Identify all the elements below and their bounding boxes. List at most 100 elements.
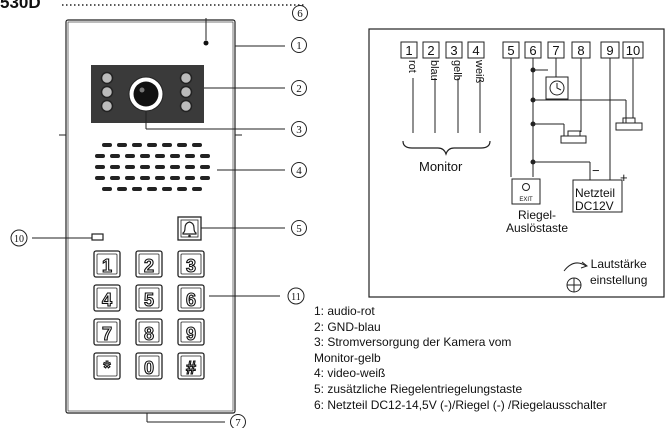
keypad-key-inner xyxy=(96,321,118,343)
callout-circle xyxy=(292,5,308,21)
grille-slot xyxy=(102,143,112,147)
grille-slot xyxy=(110,154,120,158)
door-lock-1 xyxy=(560,135,587,144)
legend-line: 3: Stromversorgung der Kamera vom xyxy=(314,335,512,350)
grille-slot xyxy=(117,187,127,191)
keypad-key-inner xyxy=(180,321,202,343)
keypad-key-0 xyxy=(93,250,121,278)
keypad-key-label: # xyxy=(186,358,196,378)
grille-slot xyxy=(170,154,180,158)
grille-slot xyxy=(162,143,172,147)
callout-number: 4 xyxy=(296,165,302,177)
callout-circle xyxy=(291,162,307,178)
grille-slot xyxy=(132,143,142,147)
grille-slot xyxy=(155,176,165,180)
keypad-key-label: 0 xyxy=(144,358,154,378)
grille-slot xyxy=(102,187,112,191)
exit-switch-button xyxy=(522,183,530,191)
callout-number: 2 xyxy=(296,83,302,95)
grille-slot xyxy=(147,187,157,191)
grille-slot xyxy=(177,143,187,147)
keypad-key-1 xyxy=(135,250,163,278)
callout-number: 1 xyxy=(296,40,302,52)
callout-number: 10 xyxy=(14,234,24,245)
keypad-key-inner xyxy=(138,355,160,377)
keypad-key-5 xyxy=(177,284,205,312)
grille-slot xyxy=(185,176,195,180)
status-led xyxy=(91,233,104,241)
keypad-key-label: * xyxy=(103,358,110,378)
keypad-key-7 xyxy=(135,318,163,346)
terminal-number: 3 xyxy=(450,43,457,58)
legend-line: 5: zusätzliche Riegelentriegelungstaste xyxy=(314,381,523,396)
keypad-key-label: 4 xyxy=(102,290,112,310)
door-panel-outer xyxy=(65,19,236,414)
terminal-4 xyxy=(467,41,485,59)
netzteil-label: Netzteil DC12V xyxy=(575,186,616,213)
legend-line: 2: GND-blau xyxy=(314,319,381,334)
volume-arrow xyxy=(563,262,587,272)
grille-slot xyxy=(192,143,202,147)
wire-label: gelb xyxy=(451,60,463,81)
grille-slot xyxy=(177,187,187,191)
keypad-key-label: 2 xyxy=(144,256,154,276)
mic-hole xyxy=(203,40,209,46)
keypad-key-label: 7 xyxy=(102,324,112,344)
grille-slot xyxy=(117,143,127,147)
exit-text: EXIT xyxy=(519,197,533,203)
keypad-key-inner xyxy=(96,355,118,377)
monitor-label: Monitor xyxy=(419,159,463,174)
minus-sign: − xyxy=(592,163,600,178)
keypad-key-10 xyxy=(135,352,163,380)
grille-slot xyxy=(132,187,142,191)
keypad-key-inner xyxy=(138,253,160,275)
terminal-number: 6 xyxy=(529,43,536,58)
keypad-key-label: 1 xyxy=(102,256,112,276)
terminal-2 xyxy=(422,41,440,59)
grille-slot xyxy=(95,154,105,158)
legend-line: 4: video-weiß xyxy=(314,366,386,381)
keypad-key-inner xyxy=(180,355,202,377)
volume-arrowhead xyxy=(580,261,589,269)
grille-slot xyxy=(147,143,157,147)
wire-label: blau xyxy=(428,60,440,81)
monitor-brace xyxy=(402,140,491,156)
legend-line: 6: Netzteil DC12-14,5V (-)/Riegel (-) /R… xyxy=(314,397,607,412)
keypad-key-label: 5 xyxy=(144,290,154,310)
callout-circle xyxy=(291,80,307,96)
clock-icon xyxy=(549,80,565,96)
riegel-label: Riegel- Auslöstaste xyxy=(506,208,569,235)
keypad-key-3 xyxy=(93,284,121,312)
wire-label: weiß xyxy=(473,59,485,84)
keypad-key-label: 6 xyxy=(186,290,196,310)
terminal-number: 7 xyxy=(552,43,559,58)
ir-led xyxy=(179,85,193,99)
terminal-number: 2 xyxy=(427,43,434,58)
callout-circle xyxy=(291,121,307,137)
grille-slot xyxy=(140,154,150,158)
netzteil-box xyxy=(572,179,623,213)
keypad-key-inner xyxy=(180,287,202,309)
callout-number: 5 xyxy=(296,223,302,235)
timer-box xyxy=(545,76,569,100)
grille-slot xyxy=(125,176,135,180)
grille-slot xyxy=(125,165,135,169)
grille-slot xyxy=(170,165,180,169)
grille-slot xyxy=(185,154,195,158)
bell-clapper xyxy=(188,234,191,238)
keypad-key-inner xyxy=(96,253,118,275)
grille-slot xyxy=(110,165,120,169)
keypad-key-inner xyxy=(138,321,160,343)
ir-led xyxy=(100,85,114,99)
grille-slot xyxy=(95,176,105,180)
exit-switch-box xyxy=(511,178,541,205)
grille-slot xyxy=(170,176,180,180)
clock-hands xyxy=(556,83,562,91)
grille-slot xyxy=(200,176,210,180)
callout-number: 11 xyxy=(291,292,301,303)
keypad-key-inner xyxy=(96,287,118,309)
keypad-key-2 xyxy=(177,250,205,278)
grille-slot xyxy=(200,165,210,169)
grille-slot xyxy=(155,154,165,158)
